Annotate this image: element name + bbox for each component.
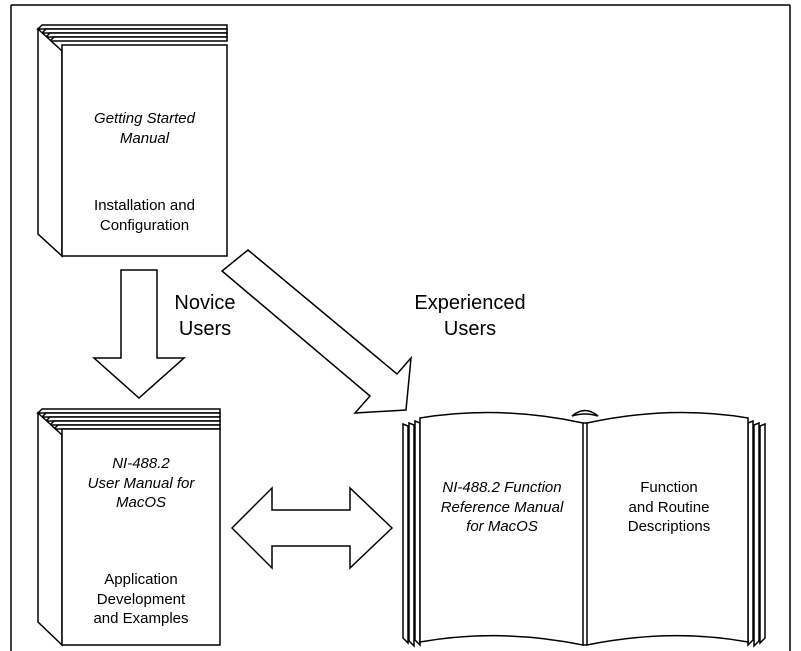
user-manual-description-line: Development (96, 590, 186, 608)
getting-started-description-line: Installation and (94, 197, 195, 214)
user-manual-title-line: User Manual for (87, 474, 195, 492)
user-manual-description: Application Development and Examples (62, 570, 220, 629)
novice-users-label: Novice Users (155, 290, 255, 342)
function-reference-description-line: and Routine (628, 498, 710, 516)
function-reference-title: NI-488.2 Function Reference Manual for M… (422, 478, 582, 537)
user-manual-title-line: MacOS (115, 494, 166, 511)
experienced-users-label-line: Users (443, 318, 497, 340)
figure-frame (10, 4, 791, 651)
function-reference-title-line: for MacOS (466, 518, 538, 535)
getting-started-title-line: Getting Started (94, 110, 195, 127)
novice-users-label-line: Novice (174, 292, 236, 314)
function-reference-description: Function and Routine Descriptions (589, 478, 749, 537)
function-reference-title-line: NI-488.2 Function (442, 479, 562, 496)
getting-started-title: Getting Started Manual (62, 109, 227, 148)
getting-started-book-icon (36, 24, 228, 258)
getting-started-title-line: Manual (119, 129, 170, 147)
novice-users-label-line: Users (178, 318, 232, 340)
experienced-path-arrow (220, 249, 412, 414)
novice-path-arrow (92, 269, 186, 400)
experienced-users-label: Experienced Users (395, 290, 545, 342)
function-reference-title-line: Reference Manual (440, 498, 564, 516)
getting-started-description: Installation and Configuration (62, 196, 227, 235)
experienced-users-label-line: Experienced (414, 292, 526, 314)
user-manual-title-line: NI-488.2 (112, 455, 170, 472)
function-reference-description-line: Descriptions (627, 518, 711, 535)
user-manual-book-icon (36, 408, 221, 647)
function-reference-open-book-icon (402, 409, 766, 648)
user-manual-description-line: and Examples (93, 610, 189, 627)
function-reference-description-line: Function (640, 479, 698, 496)
user-manual-description-line: Application (104, 571, 178, 588)
user-manual-title: NI-488.2 User Manual for MacOS (62, 454, 220, 513)
getting-started-description-line: Configuration (99, 216, 190, 234)
cross-reference-double-arrow (230, 486, 394, 570)
